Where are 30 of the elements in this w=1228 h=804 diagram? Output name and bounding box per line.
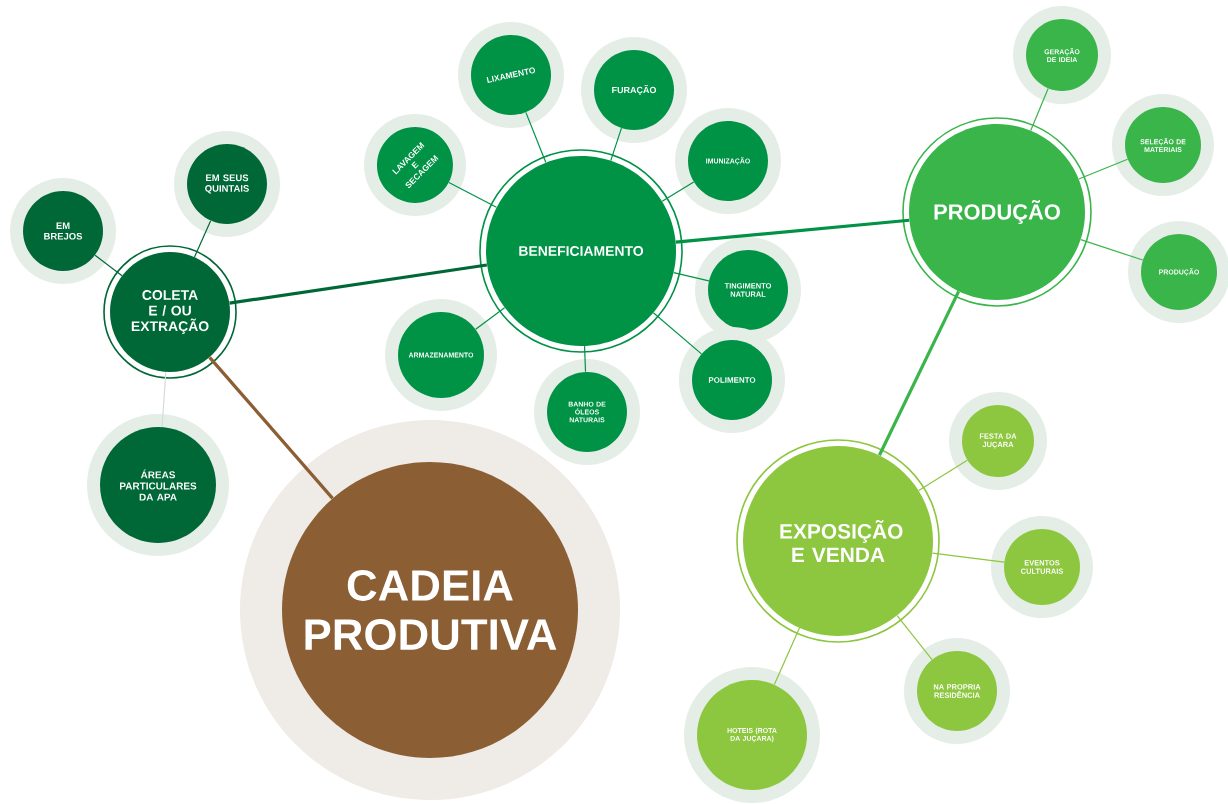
bubble: BENEFICIAMENTO: [476, 146, 686, 356]
connector-line: [525, 111, 547, 164]
connector-line: [1078, 158, 1129, 180]
bubble: EM SEUS QUINTAIS: [174, 131, 280, 237]
connector-line: [675, 218, 910, 244]
connector-line: [1030, 87, 1049, 132]
bubble: ÁREAS PARTICULARES DA APA: [87, 414, 229, 556]
connector-line: [161, 371, 167, 428]
connector-line: [475, 307, 506, 330]
bubble: FURAÇÃO: [581, 37, 687, 143]
connector-line: [1080, 239, 1144, 261]
connector-line: [94, 254, 123, 277]
bubble: EXPOSIÇÃO E VENDA: [733, 436, 943, 646]
connector-line: [878, 290, 961, 456]
connector-line: [931, 552, 1005, 563]
connector-line: [661, 181, 695, 202]
bubble: PRODUÇÃO: [899, 114, 1095, 310]
connector-line: [229, 263, 488, 305]
connector-line: [193, 220, 212, 258]
connector-line: [918, 459, 968, 492]
connector-line: [773, 627, 801, 686]
connector-line: [673, 272, 710, 282]
connector-line: [652, 312, 703, 355]
connector-line: [610, 127, 623, 162]
connector-line: [208, 356, 334, 500]
bubble: EM BREJOS: [10, 178, 116, 284]
bubble: COLETA E / OU EXTRAÇÃO: [100, 242, 240, 382]
connector-line: [448, 181, 498, 208]
connector-line: [583, 345, 587, 373]
connector-line: [896, 614, 933, 661]
